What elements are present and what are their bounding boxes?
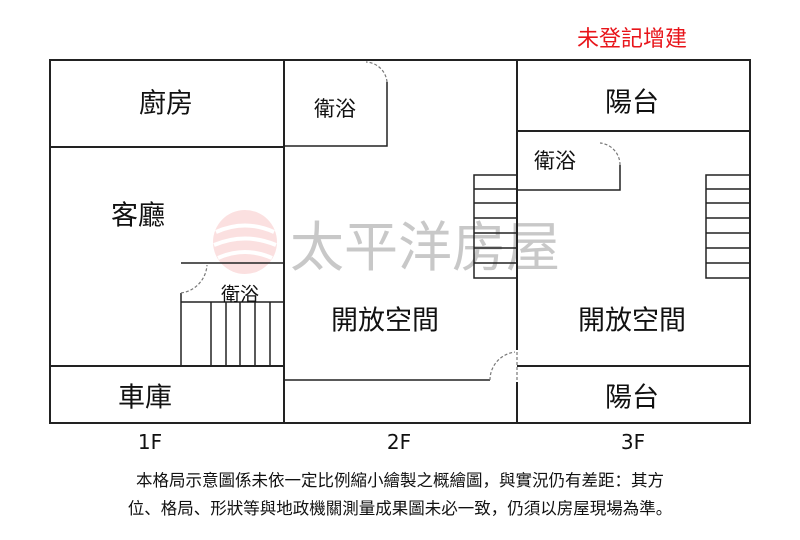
room-bath-3f: 衛浴 bbox=[534, 149, 576, 173]
room-garage: 車庫 bbox=[118, 382, 172, 414]
floor-label-2f: 2F bbox=[386, 430, 412, 454]
floor-3f-plan bbox=[515, 59, 751, 424]
room-bath-1f: 衛浴 bbox=[220, 283, 260, 306]
room-balcony-top-3f: 陽台 bbox=[605, 87, 659, 119]
floor-label-1f: 1F bbox=[137, 430, 163, 454]
room-bath-2f: 衛浴 bbox=[314, 97, 356, 121]
room-open-3f: 開放空間 bbox=[578, 305, 686, 337]
wave-logo-icon bbox=[213, 210, 277, 274]
room-balcony-bottom-3f: 陽台 bbox=[605, 382, 659, 414]
room-kitchen: 廚房 bbox=[139, 88, 193, 120]
floor-label-3f: 3F bbox=[620, 430, 646, 454]
room-living: 客廳 bbox=[111, 200, 165, 232]
disclaimer-line-2: 位、格局、形狀等與地政機關測量成果圖未必一致，仍須以房屋現場為準。 bbox=[127, 499, 673, 518]
unregistered-extension-label: 未登記增建 bbox=[576, 27, 688, 52]
disclaimer-line-1: 本格局示意圖係未依一定比例縮小繪製之概繪圖，與實況仍有差距：其方 bbox=[136, 471, 664, 490]
room-open-2f: 開放空間 bbox=[331, 305, 439, 337]
watermark-brand: 太平洋房屋 bbox=[290, 216, 560, 279]
